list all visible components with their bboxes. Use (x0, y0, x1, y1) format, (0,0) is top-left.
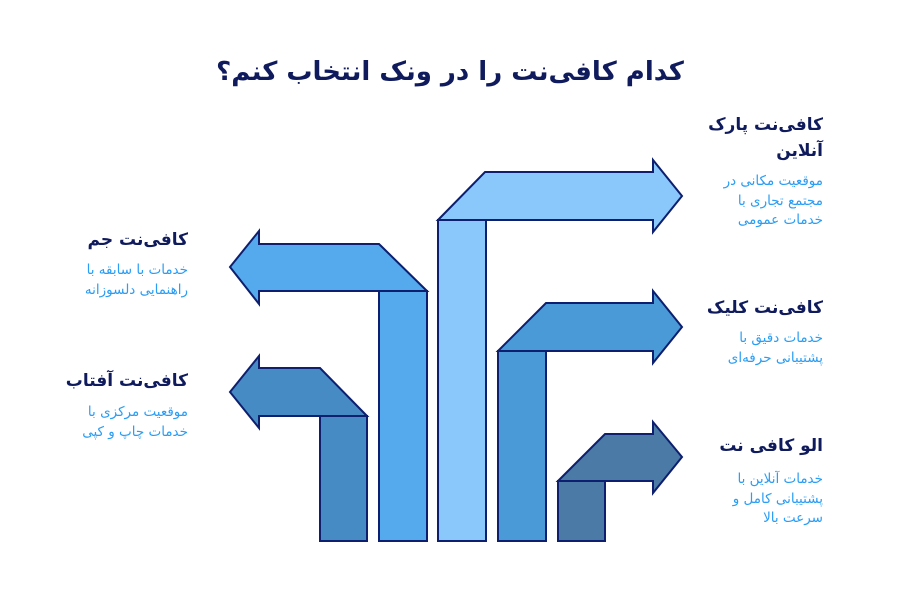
option-jam: کافی‌نت جم خدمات با سابقه با راهنمایی دل… (28, 227, 188, 300)
arrow-left-head-jam (228, 228, 430, 307)
option-description-line: خدمات دقیق با (739, 330, 823, 346)
option-description-line: راهنمایی دلسوزانه (84, 281, 188, 298)
option-description-line: موقعیت مکانی در (723, 173, 823, 189)
option-name: کافی‌نت جم (28, 227, 188, 253)
arrow-right-park-online (435, 157, 684, 542)
arrow-right-head-park-online (435, 157, 684, 235)
arrow-column-alo (557, 480, 606, 542)
arrow-right-click (495, 288, 684, 542)
option-name: الو کافی نت (663, 433, 823, 459)
option-description-line: پشتیبانی حرفه‌ای (727, 349, 823, 366)
option-description-line: خدمات آنلاین با (737, 471, 823, 487)
arrow-column-click (497, 350, 547, 542)
option-name-line: آنلاین (776, 141, 823, 161)
option-description-line: خدمات چاپ و کپی (82, 423, 188, 440)
option-description: خدمات دقیق با پشتیبانی حرفه‌ای (663, 329, 823, 368)
option-name-line: کافی‌نت کلیک (706, 298, 823, 318)
option-park-online: کافی‌نت پارک آنلاین موقعیت مکانی در مجتم… (663, 112, 823, 231)
option-name-line: کافی‌نت آفتاب (65, 371, 188, 391)
arrow-right-head-click (495, 288, 684, 366)
option-description: خدمات با سابقه با راهنمایی دلسوزانه (28, 261, 188, 300)
option-description: موقعیت مرکزی با خدمات چاپ و کپی (28, 403, 188, 442)
option-name: کافی‌نت پارک آنلاین (663, 112, 823, 164)
option-alo-cafe-net: الو کافی نت خدمات آنلاین با پشتیبانی کام… (663, 433, 823, 529)
arrow-column-park-online (437, 219, 487, 542)
arrow-left-head-aftab (228, 353, 370, 431)
arrow-column-aftab (319, 415, 368, 542)
option-name-line: کافی‌نت جم (87, 230, 188, 250)
arrow-left-jam (228, 228, 430, 542)
option-name-line: الو کافی نت (719, 436, 823, 456)
option-description: موقعیت مکانی در مجتمع تجاری با خدمات عمو… (663, 172, 823, 231)
option-aftab: کافی‌نت آفتاب موقعیت مرکزی با خدمات چاپ … (28, 368, 188, 442)
option-description-line: مجتمع تجاری با (737, 192, 823, 209)
option-description: خدمات آنلاین با پشتیبانی کامل و سرعت بال… (663, 470, 823, 529)
option-description-line: خدمات با سابقه با (86, 262, 188, 278)
arrow-left-aftab (228, 353, 370, 542)
arrow-column-jam (378, 290, 428, 542)
option-description-line: موقعیت مرکزی با (87, 404, 188, 420)
arrow-right-head-alo (555, 419, 684, 496)
option-description-line: سرعت بالا (763, 510, 823, 526)
page-title: کدام کافی‌نت را در ونک انتخاب کنم؟ (216, 57, 684, 87)
option-description-line: پشتیبانی کامل و (732, 490, 823, 507)
option-click: کافی‌نت کلیک خدمات دقیق با پشتیبانی حرفه… (663, 295, 823, 368)
option-name: کافی‌نت کلیک (663, 295, 823, 321)
arrow-right-alo (555, 419, 684, 542)
option-description-line: خدمات عمومی (737, 212, 823, 228)
option-name: کافی‌نت آفتاب (28, 368, 188, 394)
option-name-line: کافی‌نت پارک (708, 115, 823, 135)
